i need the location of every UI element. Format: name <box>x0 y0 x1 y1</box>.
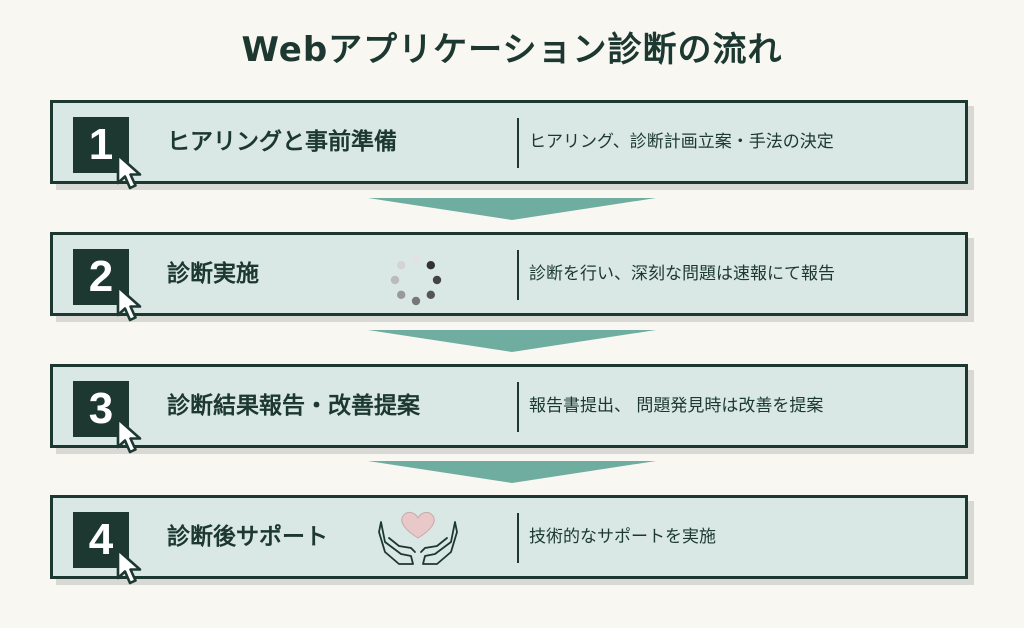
cursor-icon <box>116 285 142 322</box>
step-divider <box>517 250 519 300</box>
page-title: Webアプリケーション診断の流れ <box>241 30 783 70</box>
step-title: 診断実施 <box>167 261 259 287</box>
down-arrow-icon <box>368 198 656 220</box>
step-number-badge: 4 <box>73 512 129 568</box>
loading-spinner-icon <box>390 254 442 306</box>
step-number-badge: 1 <box>73 117 129 173</box>
step-description: 報告書提出、 問題発見時は改善を提案 <box>529 396 824 416</box>
step-title: 診断結果報告・改善提案 <box>167 393 420 419</box>
step-title: ヒアリングと事前準備 <box>167 129 397 155</box>
step-1: 1 ヒアリングと事前準備 ヒアリング、診断計画立案・手法の決定 <box>50 100 968 190</box>
cursor-icon <box>116 417 142 454</box>
hands-heart-icon <box>378 511 458 565</box>
step-2: 2 診断実施 診断を行い、深刻な問題は速報にて報告 <box>50 232 968 322</box>
step-description: 診断を行い、深刻な問題は速報にて報告 <box>529 264 835 284</box>
down-arrow-icon <box>368 330 656 352</box>
step-description: ヒアリング、診断計画立案・手法の決定 <box>529 132 834 152</box>
step-4: 4 診断後サポート 技術的なサポートを実施 <box>50 495 968 585</box>
cursor-icon <box>116 548 142 585</box>
step-title: 診断後サポート <box>167 524 328 550</box>
step-divider <box>517 513 519 563</box>
step-3: 3 診断結果報告・改善提案 報告書提出、 問題発見時は改善を提案 <box>50 364 968 454</box>
step-divider <box>517 118 519 168</box>
step-divider <box>517 382 519 432</box>
down-arrow-icon <box>368 461 656 483</box>
cursor-icon <box>116 153 142 190</box>
step-description: 技術的なサポートを実施 <box>529 527 716 547</box>
